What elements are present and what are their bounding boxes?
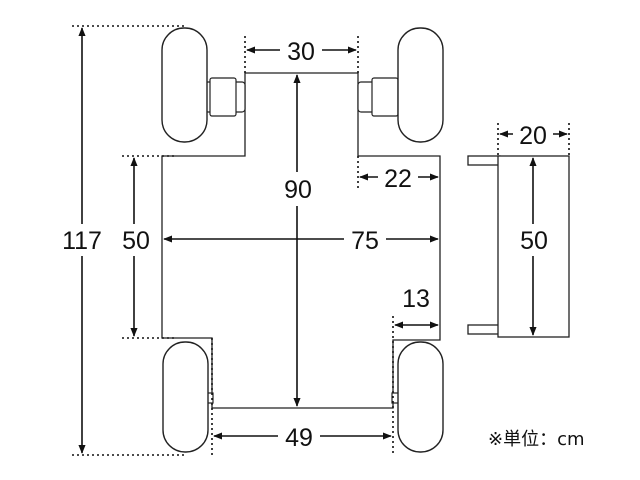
dim-body-length: 50 [116, 157, 154, 337]
dim-side-width: 20 [499, 120, 568, 150]
dim-side-width-label: 20 [519, 122, 547, 150]
dim-body-width: 75 [163, 224, 439, 255]
unit-note: ※単位：cm [488, 429, 585, 450]
dim-center-length-label: 90 [284, 176, 312, 204]
dim-center-length: 90 [278, 74, 318, 407]
dim-offset-label: 13 [402, 285, 430, 313]
dim-top-width-label: 30 [287, 38, 315, 66]
wheel-top-right [357, 27, 444, 143]
dim-top-width: 30 [246, 36, 357, 66]
extension-lines [72, 25, 570, 456]
dim-axle-width-label: 49 [285, 424, 313, 452]
dim-side-height: 50 [514, 157, 554, 336]
dim-body-width-label: 75 [351, 227, 379, 255]
dim-offset: 13 [394, 285, 439, 329]
wheel-top-left [161, 27, 246, 143]
dim-overall-length: 117 [60, 27, 112, 454]
dim-notch: 22 [359, 162, 439, 193]
dim-side-height-label: 50 [520, 227, 548, 255]
dim-axle-width: 49 [213, 421, 392, 452]
wheel-bottom-left [162, 341, 214, 453]
dim-notch-label: 22 [384, 165, 412, 193]
wheel-bottom-right [391, 341, 444, 453]
dim-body-length-label: 50 [122, 227, 150, 255]
dim-overall-length-label: 117 [62, 227, 102, 255]
